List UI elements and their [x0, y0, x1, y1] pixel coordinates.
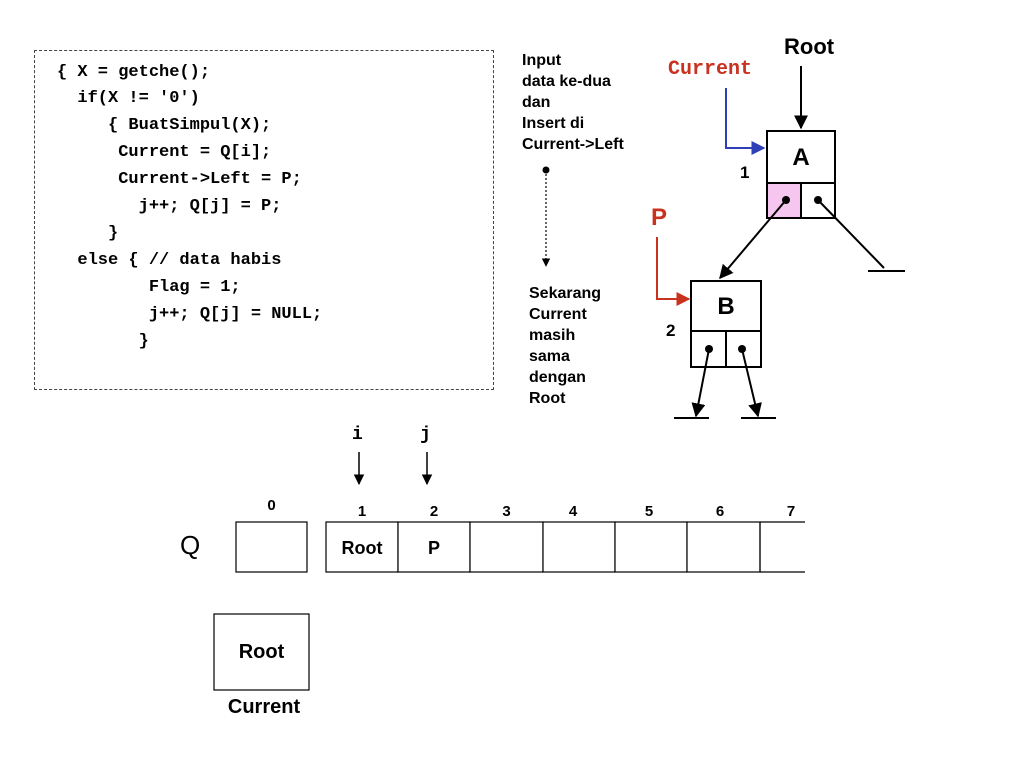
- code-line-7: }: [57, 224, 119, 243]
- node-a-data-cell: [766, 130, 836, 184]
- b-left-null-arrow: [691, 348, 710, 418]
- queue-cell-7: [759, 521, 805, 573]
- queue-name: Q: [180, 530, 201, 560]
- queue-cell-3: [469, 521, 544, 573]
- code-line-3: { BuatSimpul(X);: [57, 116, 272, 135]
- queue-index: 7: [786, 503, 796, 520]
- code-line-5: Current->Left = P;: [57, 170, 302, 189]
- current-arrow: [725, 88, 766, 155]
- queue-index: 6: [715, 503, 725, 520]
- note-top: Input data ke-dua dan Insert di Current-…: [522, 50, 624, 155]
- queue-index: 3: [502, 503, 511, 520]
- note-top-line: dan: [522, 94, 551, 111]
- current-label: Current: [668, 58, 753, 81]
- queue-index: 1: [357, 503, 367, 520]
- pointer-i-label: i: [352, 425, 363, 445]
- queue-cell-1: [325, 521, 399, 573]
- note-bottom-line: Root: [529, 390, 566, 407]
- queue-cell-5: [614, 521, 688, 573]
- note-bottom: Sekarang Current masih sama dengan Root: [529, 283, 601, 409]
- note-bottom-line: Sekarang: [529, 285, 602, 302]
- current-box-value: Root: [238, 641, 285, 663]
- b-right-null-arrow: [741, 348, 762, 418]
- connector-dot: [542, 166, 550, 174]
- p-arrow: [656, 237, 691, 306]
- note-top-line: Current->Left: [522, 136, 624, 153]
- code-line-4: Current = Q[i];: [57, 143, 272, 162]
- queue-cell-value: Root: [341, 538, 383, 558]
- note-top-line: data ke-dua: [522, 73, 611, 90]
- node-b-name: B: [717, 293, 735, 320]
- note-bottom-line: Current: [529, 306, 587, 323]
- code-line-6: j++; Q[j] = P;: [57, 197, 282, 216]
- a-left-to-b-arrow: [719, 199, 787, 280]
- a-right-null-line: [817, 199, 885, 269]
- note-bottom-line: dengan: [529, 369, 586, 386]
- code-box: { X = getche(); if(X != '0') { BuatSimpu…: [34, 50, 494, 390]
- note-bottom-line: masih: [529, 327, 576, 344]
- code-line-8: else { // data habis: [57, 251, 282, 270]
- node-a-name: A: [792, 144, 810, 171]
- node-b-data-cell: [690, 280, 762, 332]
- root-label: Root: [784, 34, 835, 59]
- node-b-number: 2: [666, 321, 676, 340]
- code-line-1: { X = getche();: [57, 63, 211, 82]
- note-top-line: Insert di: [522, 115, 585, 132]
- pointer-j-label: j: [420, 425, 431, 445]
- p-label: P: [651, 204, 668, 231]
- code-line-9: Flag = 1;: [57, 278, 241, 297]
- code-line-2: if(X != '0'): [57, 89, 200, 108]
- queue-index: 5: [644, 503, 654, 520]
- queue-cell-4: [542, 521, 616, 573]
- queue-index: 4: [568, 503, 578, 520]
- queue-index: 0: [267, 497, 276, 514]
- queue-cell-6: [686, 521, 761, 573]
- queue-index: 2: [429, 503, 439, 520]
- queue-cell-value: P: [427, 538, 440, 558]
- node-a-number: 1: [740, 163, 750, 182]
- note-bottom-line: sama: [529, 348, 570, 365]
- node-b-right-cell: [725, 330, 762, 368]
- code-line-10: j++; Q[j] = NULL;: [57, 305, 323, 324]
- queue-cell-0: [235, 521, 308, 573]
- current-box: [213, 613, 310, 691]
- code-line-11: }: [57, 332, 149, 351]
- current-box-label: Current: [227, 696, 301, 718]
- note-top-line: Input: [522, 52, 562, 69]
- queue-cell-2: [397, 521, 471, 573]
